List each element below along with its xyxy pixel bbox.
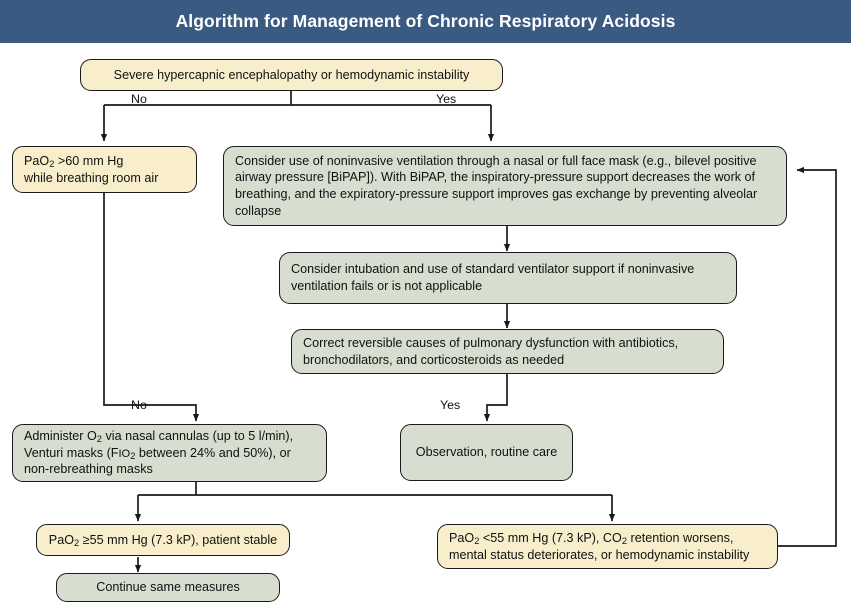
- branch-label-yes-top: Yes: [436, 92, 457, 106]
- node-text: PaO2 ≥55 mm Hg (7.3 kP), patient stable: [48, 532, 278, 548]
- branch-label-no-top: No: [131, 92, 147, 106]
- node-text: Administer O2 via nasal cannulas (up to …: [24, 429, 294, 477]
- subscript-2: 2: [474, 535, 480, 546]
- node-pao2-below-55-worsening[interactable]: PaO2 <55 mm Hg (7.3 kP), CO2 retention w…: [437, 524, 778, 569]
- node-text: Severe hypercapnic encephalopathy or hem…: [113, 67, 470, 82]
- subscript-2: 2: [621, 535, 627, 546]
- edge-n2-n6: [103, 192, 200, 422]
- subscript-2: 2: [74, 537, 80, 548]
- title-bar: Algorithm for Management of Chronic Resp…: [0, 0, 851, 43]
- node-correct-reversible-causes[interactable]: Correct reversible causes of pulmonary d…: [291, 329, 724, 374]
- edge-n9-n3-feedback: [778, 166, 837, 547]
- page-title: Algorithm for Management of Chronic Resp…: [175, 11, 676, 31]
- edge-n5-n7: [483, 373, 508, 422]
- subscript-2: 2: [49, 158, 55, 169]
- branch-label-yes-mid: Yes: [440, 398, 461, 412]
- node-text: PaO2 <55 mm Hg (7.3 kP), CO2 retention w…: [449, 530, 750, 562]
- node-pao2-at-least-55-stable[interactable]: PaO2 ≥55 mm Hg (7.3 kP), patient stable: [36, 524, 290, 556]
- node-observation-routine-care[interactable]: Observation, routine care: [400, 424, 573, 481]
- node-text: Continue same measures: [96, 580, 240, 595]
- subscript-2: 2: [96, 434, 102, 445]
- node-text: Consider use of noninvasive ventilation …: [235, 153, 758, 218]
- subscript-2: 2: [130, 450, 136, 461]
- node-text: Consider intubation and use of standard …: [291, 262, 695, 293]
- node-consider-intubation[interactable]: Consider intubation and use of standard …: [279, 252, 737, 304]
- node-severe-hypercapnic-encephalopathy[interactable]: Severe hypercapnic encephalopathy or hem…: [80, 59, 503, 91]
- branch-label-no-mid: No: [131, 398, 147, 412]
- node-text: Correct reversible causes of pulmonary d…: [303, 335, 679, 367]
- node-continue-same-measures[interactable]: Continue same measures: [56, 573, 280, 602]
- node-text: Observation, routine care: [415, 445, 558, 460]
- node-administer-oxygen[interactable]: Administer O2 via nasal cannulas (up to …: [12, 424, 327, 482]
- node-noninvasive-ventilation-bipap[interactable]: Consider use of noninvasive ventilation …: [223, 146, 787, 226]
